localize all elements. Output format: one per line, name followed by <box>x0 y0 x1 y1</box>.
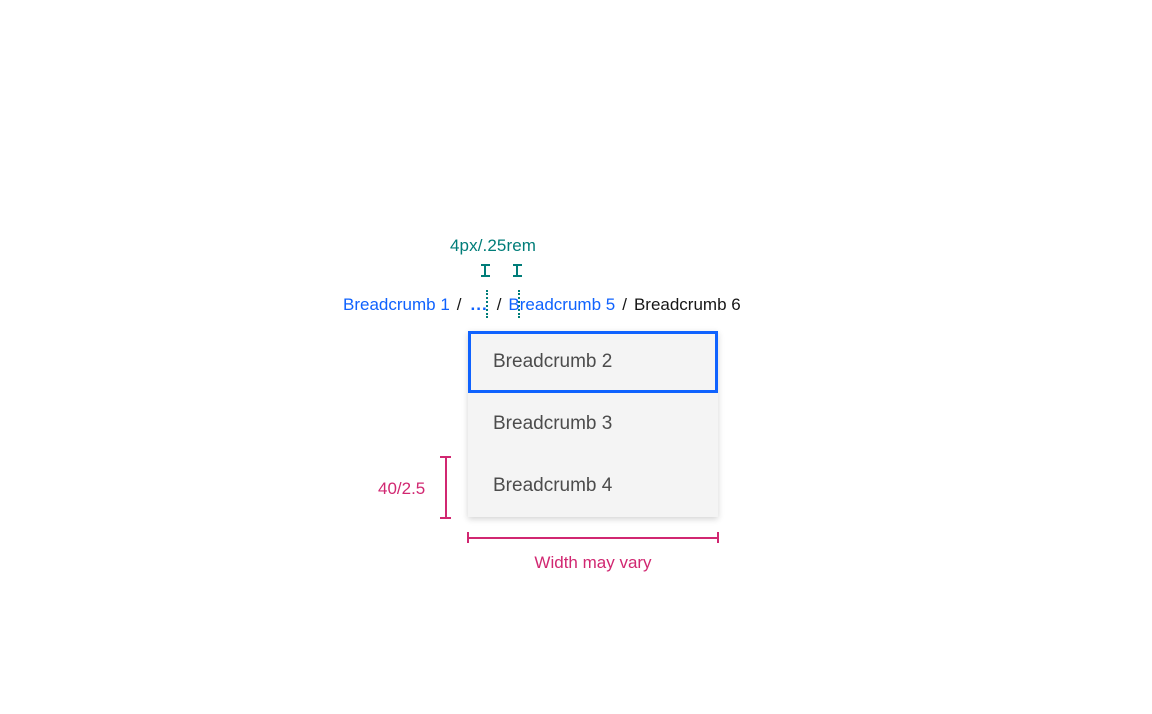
menu-item-breadcrumb-2[interactable]: Breadcrumb 2 <box>468 331 718 393</box>
breadcrumb-item-1[interactable]: Breadcrumb 1 <box>343 295 450 314</box>
height-dimension-line <box>440 456 451 519</box>
breadcrumb: Breadcrumb 1 / ... / Breadcrumb 5 / Brea… <box>343 293 741 317</box>
breadcrumb-separator: / <box>496 295 502 314</box>
breadcrumb-item-5[interactable]: Breadcrumb 5 <box>508 295 616 314</box>
menu-item-breadcrumb-3[interactable]: Breadcrumb 3 <box>468 393 718 455</box>
breadcrumb-overflow-menu: Breadcrumb 2 Breadcrumb 3 Breadcrumb 4 <box>468 331 718 517</box>
width-dimension-label: Width may vary <box>534 553 652 572</box>
breadcrumb-item-current: Breadcrumb 6 <box>633 295 741 314</box>
menu-item-breadcrumb-4[interactable]: Breadcrumb 4 <box>468 455 718 517</box>
spacing-marker-left-icon <box>481 264 490 277</box>
width-dimension-line <box>467 532 719 543</box>
breadcrumb-separator: / <box>456 295 462 314</box>
breadcrumb-separator: / <box>622 295 627 314</box>
breadcrumb-overflow-menu-button[interactable]: ... <box>470 295 488 314</box>
spacing-guide-right <box>518 290 520 318</box>
spacing-marker-right-icon <box>513 264 522 277</box>
spacing-guide-left <box>486 290 488 318</box>
spacing-annotation-label: 4px/.25rem <box>450 236 537 255</box>
height-dimension-label: 40/2.5 <box>378 479 426 498</box>
